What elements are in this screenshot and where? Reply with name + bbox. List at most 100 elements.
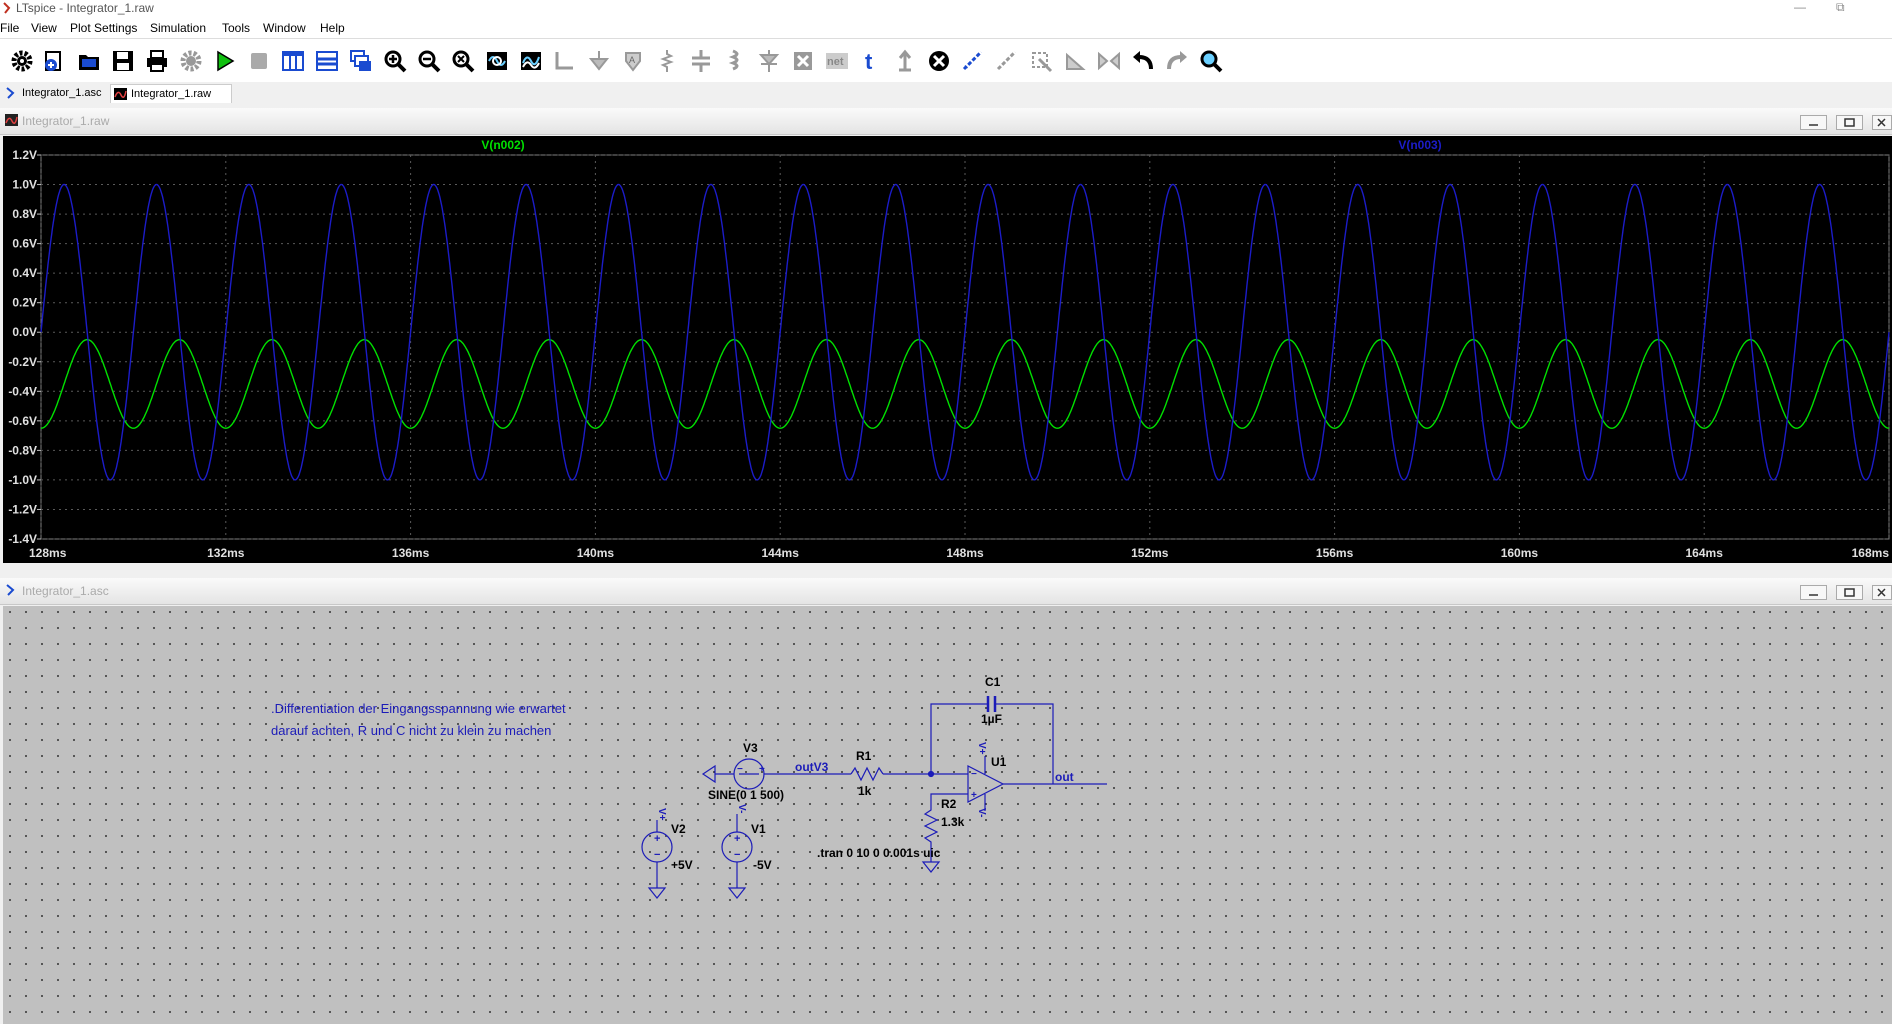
spice-directive-icon[interactable] [893,49,917,73]
text-icon[interactable]: t [859,49,883,73]
control-panel-gear-icon[interactable] [179,49,203,73]
schematic-comment-line2[interactable]: darauf achten, R und C nicht zu klein zu… [271,723,551,738]
net-label-outv3: outV3 [795,760,829,774]
zoom-out-icon[interactable] [417,49,441,73]
x-tick-label: 148ms [946,546,984,560]
capacitor-c1[interactable] [986,696,1003,712]
restore-icon[interactable]: ⧉ [1836,0,1845,14]
y-tick-label: 0.4V [12,266,37,280]
delete-icon[interactable] [927,49,951,73]
schematic-drawing[interactable]: .Differentiation der Eingangsspannung wi… [3,606,1892,1024]
close-icon[interactable] [1872,585,1892,600]
title-bar: LTspice - Integrator_1.raw — ⧉ [0,0,1892,18]
tile-vertical-icon[interactable] [281,49,305,73]
r1-name: R1 [856,749,872,763]
svg-text:t: t [865,49,873,73]
open-folder-icon[interactable] [77,49,101,73]
minimize-icon[interactable]: — [1794,0,1806,14]
component-icon[interactable] [791,49,815,73]
tab-integrator-asc[interactable]: Integrator_1.asc [2,84,114,102]
resistor-r1[interactable] [833,766,931,782]
resistor-r2[interactable] [921,802,941,873]
svg-text:+: + [734,833,740,845]
resistor-icon[interactable] [655,49,679,73]
v2-flag: V+ [656,808,667,821]
schematic-window-header: Integrator_1.asc [0,578,1892,605]
window-title: LTspice - Integrator_1.raw [16,1,154,15]
voltage-source-v2[interactable]: + − [641,820,673,899]
svg-text:+: + [759,764,765,775]
x-tick-label: 156ms [1316,546,1354,560]
maximize-icon[interactable] [1836,585,1863,600]
svg-text:−: − [734,849,740,861]
rotate-icon[interactable] [1063,49,1087,73]
v2-value: +5V [671,858,693,872]
settings-gear-icon[interactable] [10,49,34,73]
diode-icon[interactable] [757,49,781,73]
duplicate-icon[interactable] [961,49,985,73]
v2-name: V2 [671,822,686,836]
ground-icon[interactable] [587,49,611,73]
spice-directive[interactable]: .tran 0 10 0 0.001s uic [817,846,941,860]
tab-integrator-raw[interactable]: Integrator_1.raw [110,84,232,103]
schematic-comment-line1[interactable]: .Differentiation der Eingangsspannung wi… [271,701,566,716]
menu-help[interactable]: Help [320,21,345,35]
mirror-icon[interactable] [1097,49,1121,73]
wire-icon[interactable] [553,49,577,73]
undo-icon[interactable] [1131,49,1155,73]
close-icon[interactable] [1872,115,1892,130]
net-name-icon[interactable]: net [825,49,849,73]
menu-window[interactable]: Window [263,21,306,35]
opamp-u1[interactable]: − + [930,756,1107,811]
save-icon[interactable] [111,49,135,73]
series-line-vn002[interactable] [41,338,1889,429]
menu-simulation[interactable]: Simulation [150,21,207,35]
voltage-source-v3[interactable]: + − [701,758,833,790]
c1-name: C1 [985,675,1001,689]
y-tick-label: -1.4V [8,532,37,546]
autorange-icon[interactable] [485,49,509,73]
inductor-icon[interactable] [723,49,747,73]
redo-icon[interactable] [1165,49,1189,73]
maximize-icon[interactable] [1836,115,1863,130]
capacitor-icon[interactable] [689,49,713,73]
menu-tools[interactable]: Tools [222,21,251,35]
legend-label-vn003[interactable]: V(n003) [1398,138,1441,152]
minimize-icon[interactable] [1800,585,1827,600]
menu-plot-settings[interactable]: Plot Settings [70,21,138,35]
print-icon[interactable] [145,49,169,73]
y-tick-label: -0.6V [8,414,37,428]
document-tabs: Integrator_1.asc Integrator_1.raw [0,82,1892,104]
minimize-icon[interactable] [1800,115,1827,130]
drag-icon[interactable] [1029,49,1053,73]
y-tick-label: 0.0V [12,325,37,339]
zoom-fit-icon[interactable] [451,49,475,73]
menu-view[interactable]: View [31,21,57,35]
y-tick-label: 1.2V [12,148,37,162]
tile-horizontal-icon[interactable] [315,49,339,73]
schematic-canvas[interactable]: .Differentiation der Eingangsspannung wi… [3,606,1892,1024]
cascade-windows-icon[interactable] [349,49,373,73]
halt-icon[interactable] [247,49,271,73]
legend-label-vn002[interactable]: V(n002) [481,138,524,152]
x-tick-label: 144ms [762,546,800,560]
new-schematic-icon[interactable] [42,49,66,73]
schematic-icon [6,584,15,596]
voltage-source-v1[interactable]: + − [721,814,753,899]
menu-file[interactable]: File [0,21,20,35]
x-tick-label: 168ms [1852,546,1890,560]
move-icon[interactable] [995,49,1019,73]
series-line-vn003[interactable] [40,183,1890,481]
find-icon[interactable] [1199,49,1223,73]
run-icon[interactable] [213,49,237,73]
toolbar: A net t [0,38,1892,84]
y-tick-label: -1.2V [8,502,37,516]
label-net-icon[interactable]: A [621,49,645,73]
svg-text:−: − [971,769,977,780]
schematic-window-title: Integrator_1.asc [22,584,109,598]
waveform-icon[interactable] [519,49,543,73]
zoom-in-icon[interactable] [383,49,407,73]
net-label-out: out [1055,770,1074,784]
